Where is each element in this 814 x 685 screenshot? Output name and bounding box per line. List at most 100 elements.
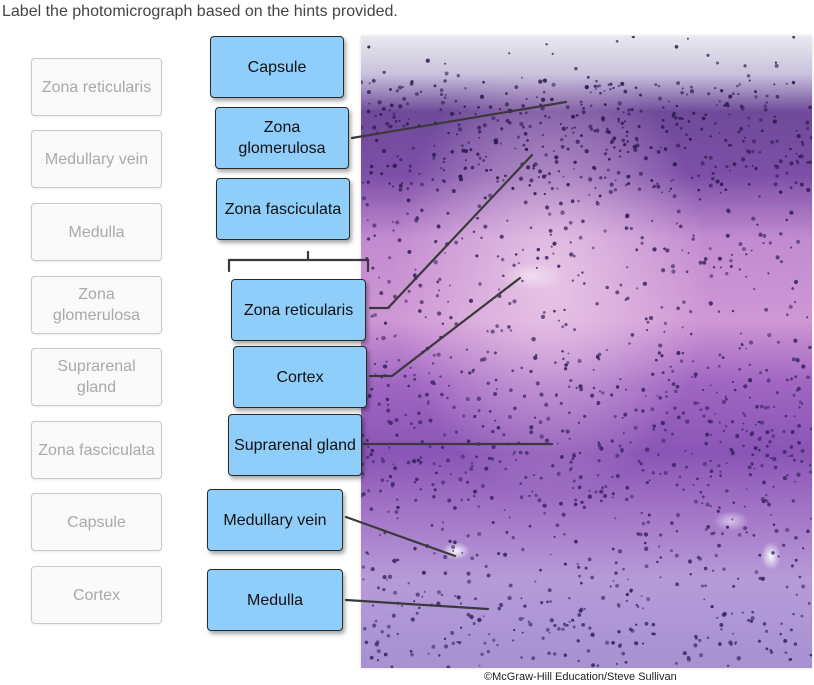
nucleus-dot [408,164,413,168]
placed-label-suprarenal-gland[interactable]: Suprarenal gland [228,414,362,476]
nucleus-dot [470,464,474,468]
nucleus-dot [789,161,794,166]
nucleus-dot [496,180,499,183]
nucleus-dot [656,182,659,186]
placed-label-medullary-vein[interactable]: Medullary vein [207,489,343,551]
nucleus-dot [440,392,444,397]
nucleus-dot [796,239,801,244]
nucleus-dot [785,171,789,175]
nucleus-dot [723,104,727,107]
nucleus-dot [643,156,648,161]
nucleus-dot [612,86,615,90]
nucleus-dot [731,253,734,256]
nucleus-dot [482,80,485,84]
nucleus-dot [375,640,380,644]
nucleus-dot [781,543,786,548]
nucleus-dot [361,492,366,496]
nucleus-dot [616,107,620,111]
nucleus-dot [474,113,477,116]
nucleus-dot [420,440,424,444]
nucleus-dot [722,567,726,571]
nucleus-dot [598,84,602,88]
nucleus-dot [540,314,546,319]
nucleus-dot [492,638,496,642]
nucleus-dot [418,420,423,425]
nucleus-dot [681,87,684,90]
nucleus-dot [440,593,444,597]
nucleus-dot [672,179,675,182]
bank-item-cortex[interactable]: Cortex [31,566,162,624]
bank-item-zona-glomerulosa[interactable]: Zona glomerulosa [31,276,162,334]
nucleus-dot [720,89,724,93]
nucleus-dot [507,414,513,420]
nucleus-dot [759,420,764,425]
nucleus-dot [718,131,721,134]
nucleus-dot [405,122,409,126]
nucleus-dot [541,145,544,148]
nucleus-dot [736,656,741,661]
nucleus-dot [703,257,708,261]
nucleus-dot [599,489,604,494]
nucleus-dot [742,444,745,448]
nucleus-dot [361,181,365,184]
nucleus-dot [569,241,572,244]
nucleus-dot [657,351,662,355]
placed-label-zona-fasciculata[interactable]: Zona fasciculata [216,178,350,240]
placed-label-zona-glomerulosa[interactable]: Zona glomerulosa [215,107,349,169]
nucleus-dot [455,133,458,136]
placed-label-zona-reticularis[interactable]: Zona reticularis [231,279,366,341]
nucleus-dot [642,281,648,286]
nucleus-dot [434,471,438,475]
nucleus-dot [365,203,369,207]
bank-item-zona-reticularis[interactable]: Zona reticularis [31,58,162,116]
nucleus-dot [656,560,659,564]
nucleus-dot [626,578,629,581]
nucleus-dot [707,92,711,96]
placed-label-capsule[interactable]: Capsule [210,36,344,98]
placed-label-cortex[interactable]: Cortex [233,346,367,408]
nucleus-dot [747,182,751,186]
nucleus-dot [720,532,724,536]
nucleus-dot [586,649,591,653]
nucleus-dot [582,505,586,510]
nucleus-dot [625,130,629,134]
nucleus-dot [773,115,776,118]
bank-item-medulla[interactable]: Medulla [31,203,162,261]
nucleus-dot [550,245,553,248]
nucleus-dot [454,430,458,434]
nucleus-dot [559,122,563,126]
nucleus-dot [551,52,554,55]
nucleus-dot [726,103,730,108]
nucleus-dot [618,149,622,153]
nucleus-dot [404,299,408,303]
nucleus-dot [547,116,551,119]
nucleus-dot [572,453,576,458]
nucleus-dot [514,147,517,150]
nucleus-dot [624,183,628,187]
nucleus-dot [478,664,481,667]
bank-item-zona-fasciculata[interactable]: Zona fasciculata [31,421,162,479]
nucleus-dot [503,552,508,557]
nucleus-dot [376,586,381,590]
nucleus-dot [520,162,525,167]
nucleus-dot [482,356,487,362]
nucleus-dot [785,585,789,589]
nucleus-dot [419,456,423,459]
nucleus-dot [706,524,711,529]
bank-item-suprarenal-gland[interactable]: Suprarenal gland [31,348,162,406]
nucleus-dot [747,149,752,154]
nucleus-dot [392,115,396,119]
placed-label-medulla[interactable]: Medulla [207,569,343,631]
nucleus-dot [793,415,796,418]
nucleus-dot [376,659,380,662]
nucleus-dot [754,166,758,171]
nucleus-dot [611,475,614,479]
nucleus-dot [753,446,758,451]
bank-item-medullary-vein[interactable]: Medullary vein [31,130,162,188]
nucleus-dot [714,122,717,125]
nucleus-dot [619,378,622,381]
nucleus-dot [456,595,461,600]
bank-item-capsule[interactable]: Capsule [31,493,162,551]
nucleus-dot [593,167,597,171]
nucleus-dot [652,186,655,189]
